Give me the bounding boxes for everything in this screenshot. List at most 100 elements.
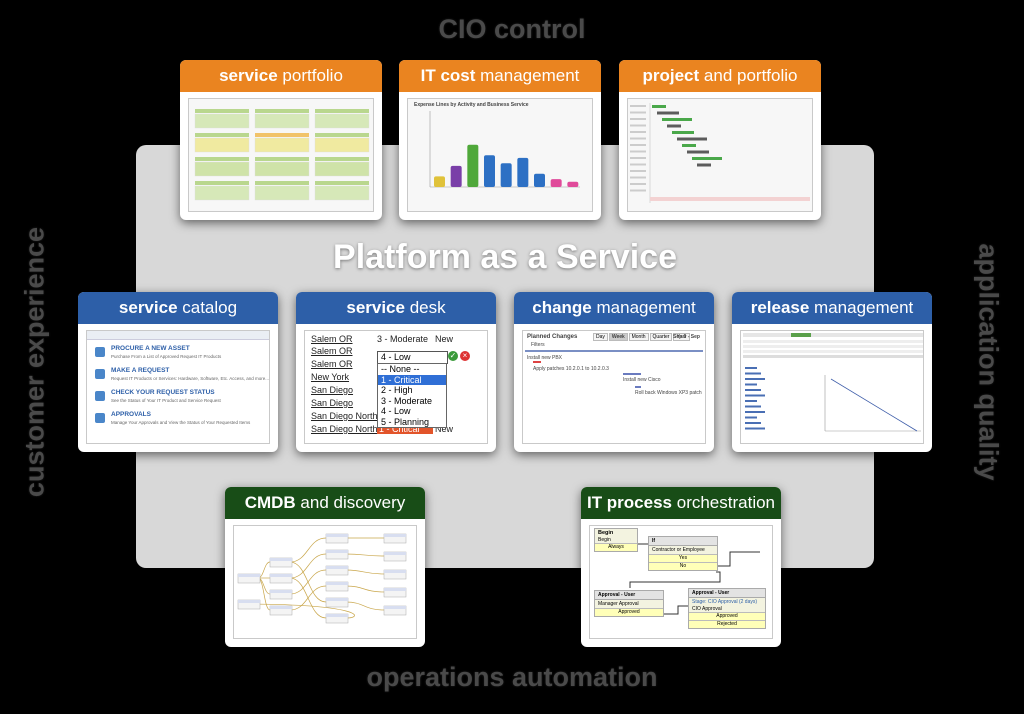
flow-approval-1[interactable]: Approval - User Manager Approval Approve…	[594, 590, 664, 617]
release-item	[745, 383, 757, 386]
release-item	[745, 394, 765, 397]
portfolio-cell	[314, 113, 370, 129]
release-item	[745, 378, 765, 380]
change-row[interactable]: Apply patches 10.2.0.1 to 10.2.0.3	[533, 366, 609, 372]
card-change[interactable]: change management Planned Changes Filter…	[514, 292, 714, 452]
catalog-item[interactable]: APPROVALS Manage Your Approvals and View…	[95, 411, 265, 431]
card-orchestration[interactable]: IT process orchestration Begin Begin Alw…	[581, 487, 781, 647]
gantt-task-label	[630, 163, 646, 166]
change-row[interactable]: Install new Cisco	[623, 377, 661, 383]
flow-begin[interactable]: Begin Begin Always	[594, 528, 638, 552]
gantt-task-label	[630, 137, 646, 140]
priority-dropdown[interactable]: -- None -- 1 - Critical 2 - High 3 - Mod…	[377, 363, 447, 428]
dropdown-option[interactable]: 3 - Moderate	[381, 395, 433, 406]
orchestration-screenshot: Begin Begin Always If Contractor or Empl…	[589, 525, 773, 639]
change-tab[interactable]: Day	[593, 333, 608, 341]
cmdb-node-header	[326, 550, 348, 553]
gantt-task-label	[630, 157, 646, 159]
card-cmdb[interactable]: CMDB and discovery	[225, 487, 425, 647]
gantt-task-label	[630, 131, 646, 133]
cmdb-node-header	[326, 534, 348, 537]
incident-row[interactable]: Salem OR	[311, 359, 353, 369]
catalog-item-title: MAKE A REQUEST	[111, 367, 170, 374]
gantt-task-label	[630, 176, 646, 179]
flow-begin-title: Begin	[598, 530, 614, 536]
catalog-item[interactable]: PROCURE A NEW ASSET Purchase From a List…	[95, 345, 265, 365]
release-item	[745, 416, 757, 419]
flow-approval-1-out: Approved	[595, 608, 663, 616]
change-row[interactable]: Install new PBX	[527, 355, 563, 361]
portfolio-cell-header	[195, 181, 249, 185]
card-release[interactable]: release management	[732, 292, 932, 452]
card-header-project: project and portfolio	[619, 60, 821, 92]
service-portfolio-screenshot	[188, 98, 374, 212]
cmdb-link	[345, 601, 385, 611]
gantt-chart	[630, 103, 810, 203]
catalog-item-subtitle: Request IT Products or Services: Hardwar…	[111, 376, 269, 381]
cost-chart-bar	[567, 181, 579, 187]
gantt-task-label	[630, 105, 646, 107]
change-tab[interactable]: Quarter	[649, 333, 673, 341]
card-it-cost[interactable]: IT cost management Expense Lines by Acti…	[399, 60, 601, 220]
gantt-task-label	[630, 189, 646, 192]
catalog-item[interactable]: MAKE A REQUEST Request IT Products or Se…	[95, 367, 269, 387]
axis-label-right: application quality	[973, 243, 1004, 481]
gantt-task-label	[630, 170, 646, 172]
flow-if[interactable]: If Contractor or Employee Yes No	[648, 536, 718, 571]
cancel-icon[interactable]: ×	[460, 351, 470, 361]
card-header-service-desk: service desk	[296, 292, 496, 324]
cmdb-link	[289, 561, 327, 603]
card-header-it-cost: IT cost management	[399, 60, 601, 92]
dropdown-option[interactable]: 4 - Low	[381, 406, 411, 416]
cmdb-node-header	[270, 606, 292, 609]
incident-row[interactable]: Salem OR	[311, 346, 353, 356]
axis-label-top: CIO control	[438, 14, 586, 44]
card-service-portfolio[interactable]: service portfolio	[180, 60, 382, 220]
dropdown-option[interactable]: 5 - Planning	[381, 416, 430, 427]
card-service-catalog[interactable]: service catalog PROCURE A NEW ASSET Purc…	[78, 292, 278, 452]
change-tab[interactable]: Year	[673, 333, 690, 341]
dropdown-option-selected[interactable]: 1 - Critical	[378, 374, 446, 385]
portfolio-cell	[254, 161, 310, 177]
release-burndown	[743, 333, 923, 432]
catalog-item-icon	[95, 413, 105, 423]
cost-chart	[429, 111, 580, 188]
portfolio-cell	[314, 185, 370, 201]
change-divider	[525, 350, 703, 352]
portfolio-cell	[314, 137, 370, 153]
cmdb-node-header	[270, 590, 292, 593]
cost-chart-title: Expense Lines by Activity and Business S…	[414, 102, 529, 108]
catalog-item-subtitle: Purchase From a List of Approved Request…	[111, 354, 222, 359]
card-header-service-catalog: service catalog	[78, 292, 278, 324]
flow-approval-2-title: Approval - User	[689, 589, 765, 598]
axis-label-left: customer experience	[19, 226, 50, 498]
portfolio-cell	[194, 113, 250, 129]
portfolio-cell-header	[195, 109, 249, 113]
flow-if-title: If	[649, 537, 717, 546]
card-header-cmdb: CMDB and discovery	[225, 487, 425, 519]
flow-approval-2[interactable]: Approval - User Stage: CIO Approval (2 d…	[688, 588, 766, 629]
confirm-icon[interactable]: ✓	[448, 351, 458, 361]
card-project[interactable]: project and portfolio	[619, 60, 821, 220]
catalog-item[interactable]: CHECK YOUR REQUEST STATUS See the Status…	[95, 389, 265, 409]
gantt-bar	[677, 137, 707, 141]
flow-if-no: No	[649, 562, 717, 570]
flow-begin-sub: Begin	[598, 537, 611, 543]
change-filters[interactable]: Filters	[531, 342, 545, 348]
dropdown-option[interactable]: -- None --	[381, 364, 420, 374]
change-row[interactable]: Roll back Windows XP3 patch	[635, 390, 702, 396]
cmdb-map	[237, 533, 407, 624]
change-tab[interactable]: Month	[628, 333, 649, 341]
gantt-task-label	[630, 183, 646, 185]
cmdb-node-header	[384, 606, 406, 609]
cmdb-node-header	[326, 598, 348, 601]
change-tab[interactable]: Week	[608, 333, 628, 341]
cmdb-node-header	[270, 558, 292, 561]
cmdb-node-header	[238, 600, 260, 603]
portfolio-cell-header	[255, 181, 309, 185]
dropdown-option[interactable]: 2 - High	[381, 385, 413, 395]
